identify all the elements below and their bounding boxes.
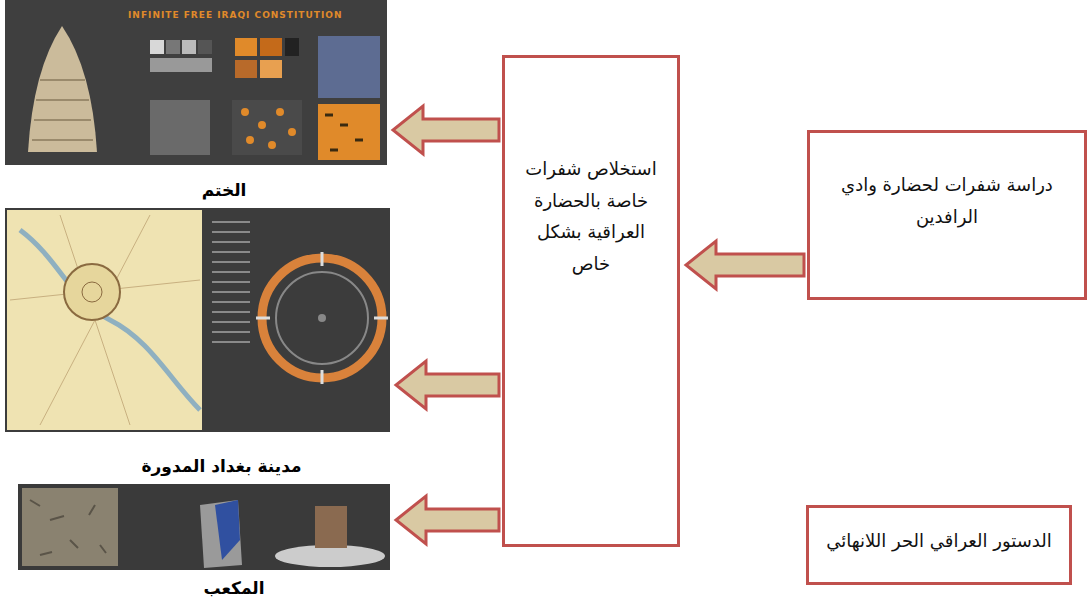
block-arrow [686, 241, 804, 289]
process-box: استخلاص شفرات خاصة بالحضارة العراقية بشك… [502, 55, 680, 547]
block-arrow [393, 106, 499, 154]
box-text: استخلاص شفرات خاصة بالحضارة العراقية بشك… [517, 153, 665, 279]
panel-title: INFINITE FREE IRAQI CONSTITUTION [128, 10, 342, 20]
image-panel: مدينة بغداد المدورة [5, 208, 390, 476]
image-panel: المكعب [18, 484, 390, 598]
process-box: الدستور العراقي الحر اللانهائي [806, 505, 1072, 585]
block-arrow [396, 361, 499, 409]
image-caption: مدينة بغداد المدورة [5, 456, 390, 476]
box-text: الدستور العراقي الحر اللانهائي [826, 525, 1051, 557]
image-caption: الختم [5, 180, 387, 200]
seal-panel [5, 0, 387, 165]
image-caption: المكعب [18, 578, 390, 598]
process-box: دراسة شفرات لحضارة وادي الرافدين [807, 130, 1087, 300]
baghdad-panel [5, 208, 390, 432]
box-text: دراسة شفرات لحضارة وادي الرافدين [822, 169, 1072, 232]
cube-panel [18, 484, 390, 570]
image-panel: الختم [5, 0, 387, 200]
block-arrow [396, 496, 499, 544]
